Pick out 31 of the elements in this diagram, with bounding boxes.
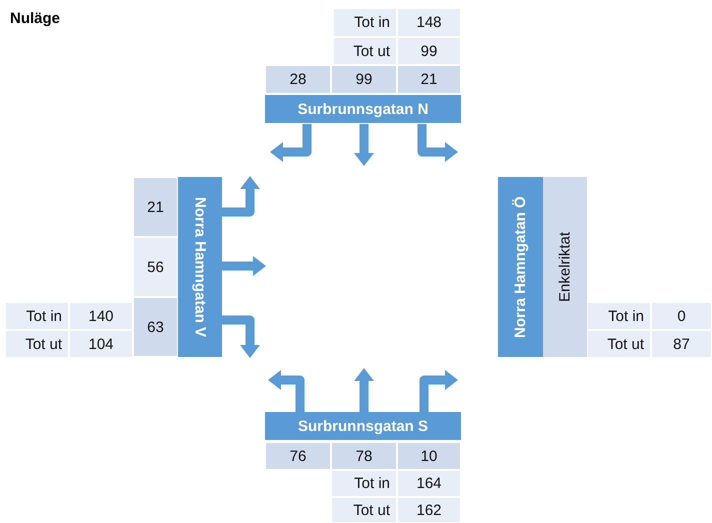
table-cell: 56 [133, 237, 178, 297]
table-cell: 148 [397, 8, 461, 37]
table-cell: Tot in [331, 470, 397, 497]
table-cell: 99 [397, 37, 461, 65]
table-cell: 87 [651, 330, 712, 358]
table-cell: Tot ut [331, 497, 397, 523]
table-cell: Tot in [333, 8, 397, 37]
table-cell: Tot ut [587, 330, 651, 358]
table-cell: Tot in [5, 302, 69, 330]
table-cell: 21 [133, 177, 178, 237]
table-cell: 21 [397, 65, 461, 94]
table-cell: 104 [69, 330, 133, 358]
table-cell: Tot ut [333, 37, 397, 65]
table-cell: Tot ut [5, 330, 69, 358]
table-cell: 162 [397, 497, 461, 523]
table-cell: 164 [397, 470, 461, 497]
table-cell: 99 [331, 65, 397, 94]
street-name-band: Norra Hamngatan V [178, 177, 222, 357]
street-name-band: Surbrunnsgatan S [265, 412, 461, 440]
street-name-band: Norra Hamngatan Ö [498, 177, 543, 357]
table-cell: 78 [331, 442, 397, 470]
table-cell: 0 [651, 302, 712, 330]
table-cell: 28 [265, 65, 331, 94]
table-cell: 63 [133, 297, 178, 357]
table-cell: Tot in [587, 302, 651, 330]
table-cell: 76 [265, 442, 331, 470]
note-band: Enkelriktat [543, 177, 587, 357]
table-cell: 10 [397, 442, 461, 470]
table-cell: 140 [69, 302, 133, 330]
title: Nuläge [10, 10, 60, 27]
street-name-band: Surbrunnsgatan N [265, 95, 461, 123]
